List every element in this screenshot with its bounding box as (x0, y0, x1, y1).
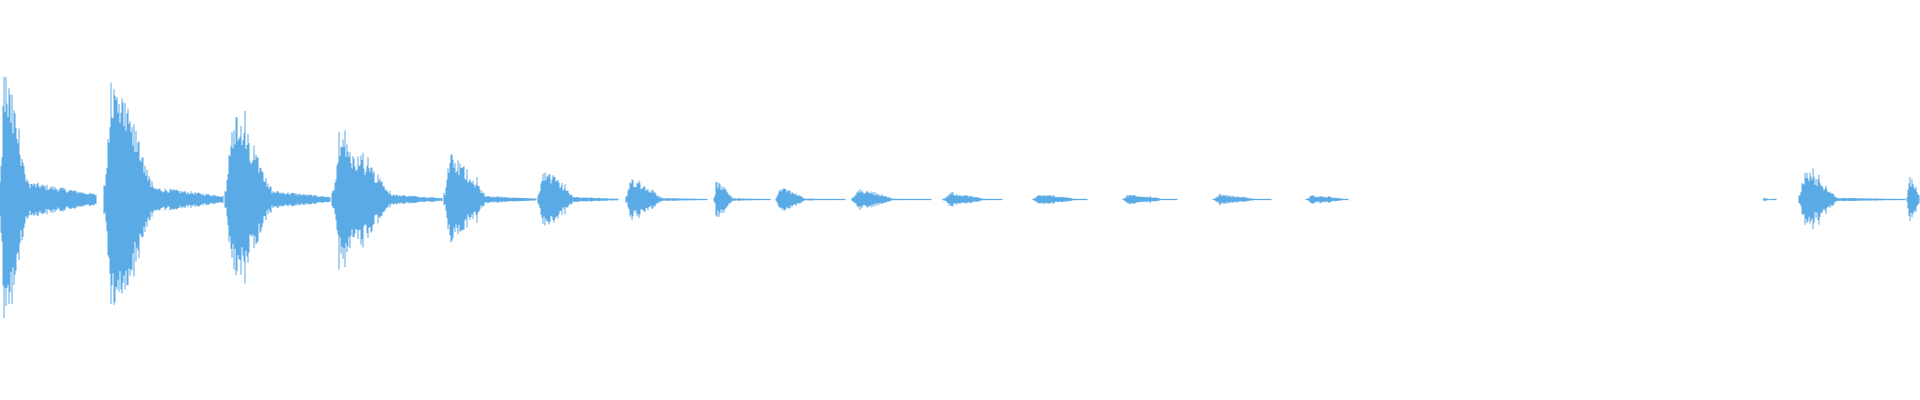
waveform-bars (0, 76, 1920, 318)
waveform-amplitude-path (0, 76, 1920, 318)
